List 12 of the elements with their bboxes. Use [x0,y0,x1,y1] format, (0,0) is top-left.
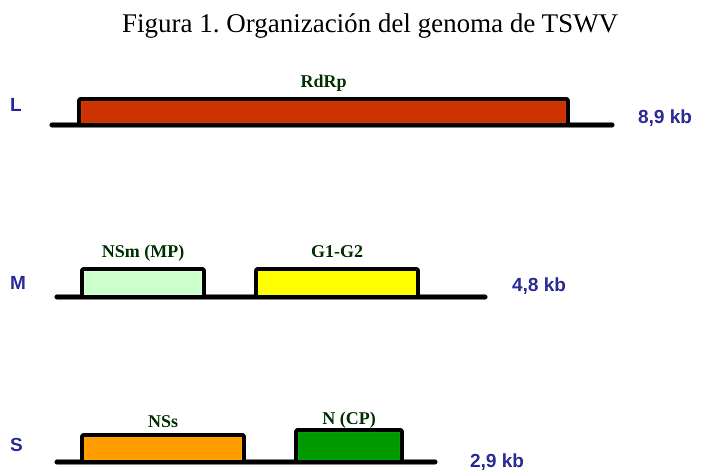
segment-name: L [10,94,22,118]
segment-size: 8,9 kb [638,106,692,130]
gene-label: RdRp [300,70,347,92]
gene-label: NSm (MP) [102,240,184,262]
diagram-title: Figura 1. Organización del genoma de TSWV [122,10,618,37]
gene-label: N (CP) [322,407,376,430]
segment-name: M [10,272,26,296]
segment-size: 2,9 kb [470,450,524,473]
segment-name: S [10,434,23,458]
gene-label: NSs [148,410,178,432]
gene-label: G1-G2 [311,240,363,262]
segment-size: 4,8 kb [512,274,566,298]
